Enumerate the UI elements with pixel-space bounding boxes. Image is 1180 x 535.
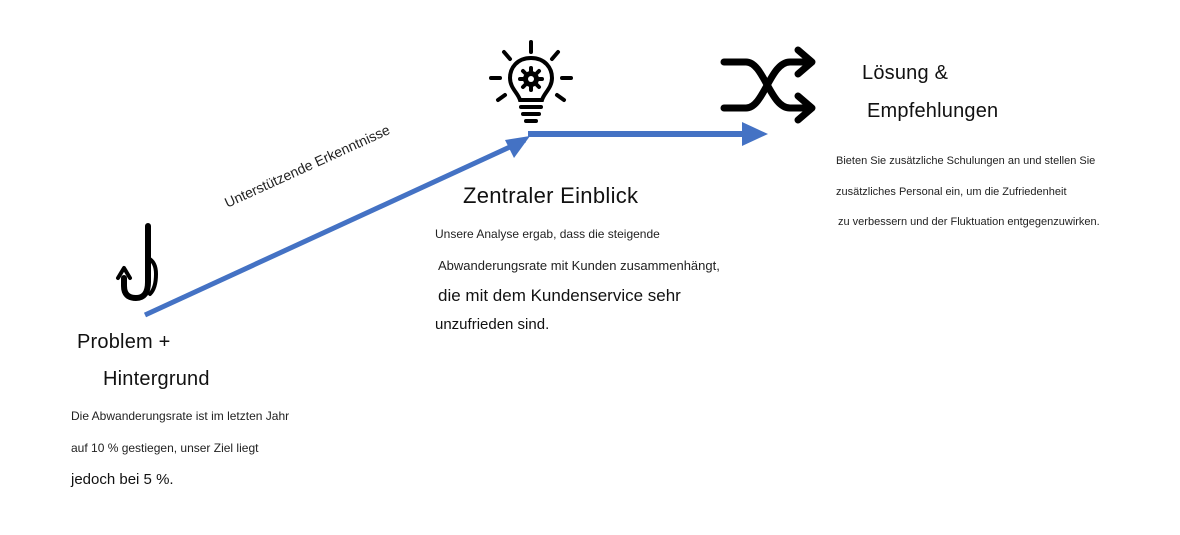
shuffle-arrows-icon (720, 46, 816, 124)
insight-text-line3: die mit dem Kundenservice sehr (438, 286, 681, 305)
problem-text-line2: auf 10 % gestiegen, unser Ziel liegt (71, 441, 259, 455)
problem-text-line1: Die Abwanderungsrate ist im letzten Jahr (71, 409, 290, 423)
solution-text-line2: zusätzliches Personal ein, um die Zufrie… (836, 186, 1067, 198)
solution-title-line1: Lösung & (862, 62, 949, 84)
horizontal-arrowhead (742, 122, 768, 146)
solution-text-line3: zu verbessern und der Fluktuation entgeg… (838, 216, 1100, 228)
insight-text-line4: unzufrieden sind. (435, 316, 550, 333)
solution-text-line1: Bieten Sie zusätzliche Schulungen an und… (836, 155, 1096, 167)
insight-title: Zentraler Einblick (463, 183, 639, 208)
insight-text-line2: Abwanderungsrate mit Kunden zusammenhäng… (438, 258, 720, 273)
problem-text-line3: jedoch bei 5 %. (71, 471, 174, 488)
diagonal-arrow (143, 137, 527, 318)
insight-text-line1: Unsere Analyse ergab, dass die steigende (435, 227, 660, 241)
solution-title-line2: Empfehlungen (867, 100, 999, 122)
diagonal-arrowhead (505, 136, 530, 158)
problem-title-line2: Hintergrund (103, 368, 210, 390)
problem-title-line1: Problem + (77, 331, 171, 353)
fishing-hook-icon (116, 223, 159, 302)
lightbulb-gear-icon (489, 40, 573, 123)
